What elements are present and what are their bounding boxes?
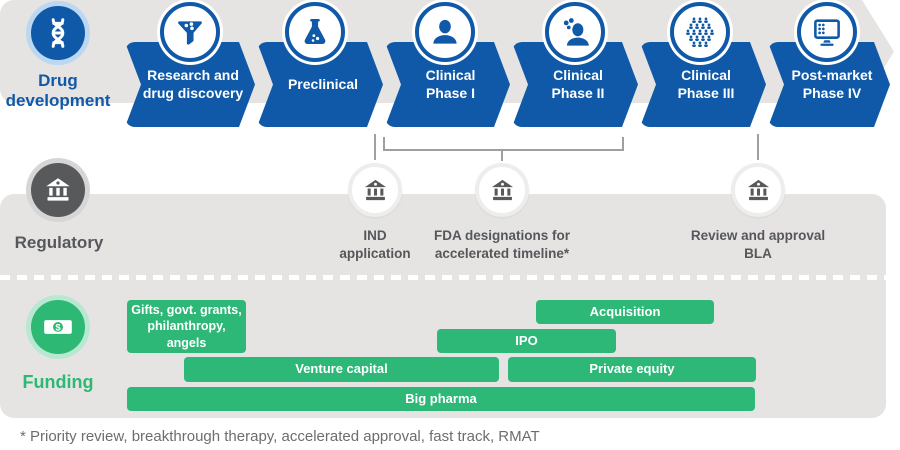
funding-bar-acquisition: Acquisition — [536, 300, 714, 324]
stage-label: Post-market Phase IV — [791, 67, 873, 101]
fda-designations-label: FDA designations for accelerated timelin… — [433, 228, 570, 262]
stage-clinical-phase-3: Clinical Phase III — [640, 42, 766, 127]
stage-label: Preclinical — [287, 75, 359, 92]
stage-label: Clinical Phase II — [551, 67, 605, 101]
funding-bar-gifts: Gifts, govt. grants, philanthropy, angel… — [127, 300, 246, 353]
bla-milestone-circle — [731, 163, 785, 217]
flask-icon — [298, 15, 332, 49]
funding-bar-big-pharma: Big pharma — [127, 387, 755, 411]
phase2-icon-circle — [545, 2, 605, 62]
ind-application-label: IND application — [339, 228, 411, 262]
connector-fda-bracket — [383, 137, 624, 151]
bank-icon — [362, 177, 389, 204]
stage-post-market-phase-4: Post-market Phase IV — [768, 42, 890, 127]
ind-milestone-circle — [348, 163, 402, 217]
regulatory-badge — [31, 163, 85, 217]
funding-badge: $ — [31, 300, 85, 354]
connector-ind — [374, 134, 376, 160]
funnel-icon — [173, 15, 207, 49]
crowd-icon — [682, 14, 718, 50]
funding-bar-private-equity: Private equity — [508, 357, 756, 382]
funding-bar-venture-capital: Venture capital — [184, 357, 499, 382]
funding-bar-ipo: IPO — [437, 329, 616, 353]
monitor-icon — [810, 15, 844, 49]
stage-label: Clinical Phase III — [677, 67, 735, 101]
phase3-icon-circle — [670, 2, 730, 62]
drug-development-badge — [31, 6, 85, 60]
stage-clinical-phase-1: Clinical Phase I — [385, 42, 510, 127]
section-divider-dashed — [0, 275, 886, 280]
funding-row-label: Funding — [22, 372, 94, 392]
research-icon-circle — [160, 2, 220, 62]
regulatory-row-label: Regulatory — [14, 233, 104, 252]
connector-fda-drop — [501, 149, 503, 161]
svg-text:$: $ — [55, 322, 61, 333]
bank-icon — [43, 175, 73, 205]
money-icon: $ — [41, 310, 75, 344]
person-icon — [428, 15, 462, 49]
development-row-label: Drug development — [5, 71, 111, 111]
footnote: * Priority review, breakthrough therapy,… — [20, 428, 540, 445]
stage-label: Clinical Phase I — [425, 67, 476, 101]
stage-label: Research and drug discovery — [142, 67, 244, 101]
dna-icon — [41, 16, 75, 50]
phase4-icon-circle — [797, 2, 857, 62]
connector-bla — [757, 134, 759, 160]
preclinical-icon-circle — [285, 2, 345, 62]
people-icon — [558, 15, 592, 49]
bank-icon — [745, 177, 772, 204]
review-approval-bla-label: Review and approval BLA — [690, 228, 826, 262]
bank-icon — [489, 177, 516, 204]
fda-milestone-circle — [475, 163, 529, 217]
phase1-icon-circle — [415, 2, 475, 62]
